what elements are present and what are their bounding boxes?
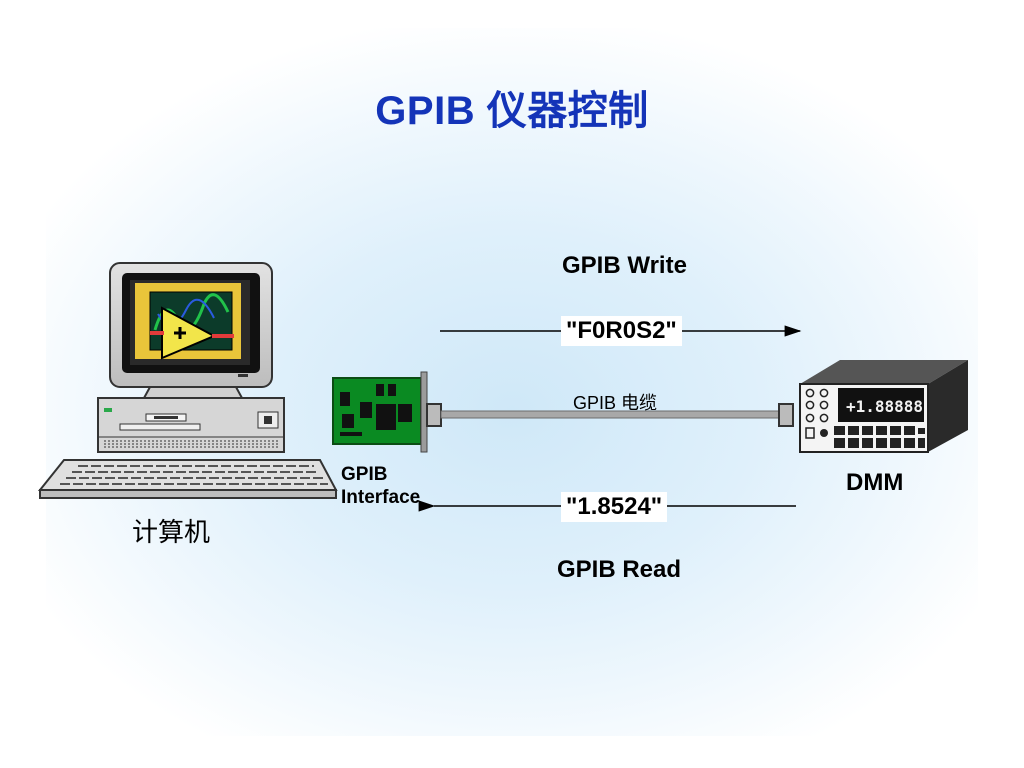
interface-label-line1: GPIB [341, 464, 388, 485]
gpib-interface-board [332, 371, 442, 453]
interface-label-line2: Interface [341, 487, 421, 508]
read-message: "1.8524" [561, 492, 668, 522]
keyboard [37, 459, 338, 499]
dmm-knobs [805, 388, 829, 439]
cable-label: GPIB 电缆 [573, 393, 658, 413]
labview-logo-icon [135, 283, 241, 360]
dmm-display-reading: +1.88888 [846, 397, 923, 416]
cpu-case [97, 397, 285, 453]
computer-illustration [37, 262, 338, 499]
dmm-instrument [799, 360, 968, 453]
computer-label: 计算机 [132, 517, 211, 547]
write-message: "F0R0S2" [561, 316, 682, 346]
dmm-label: DMM [846, 469, 904, 496]
gpib-cable [440, 403, 794, 427]
gpib-read-heading: GPIB Read [557, 556, 682, 583]
dmm-buttons [834, 426, 925, 448]
page-title: GPIB 仪器控制 [375, 89, 649, 133]
gpib-write-heading: GPIB Write [562, 252, 687, 279]
